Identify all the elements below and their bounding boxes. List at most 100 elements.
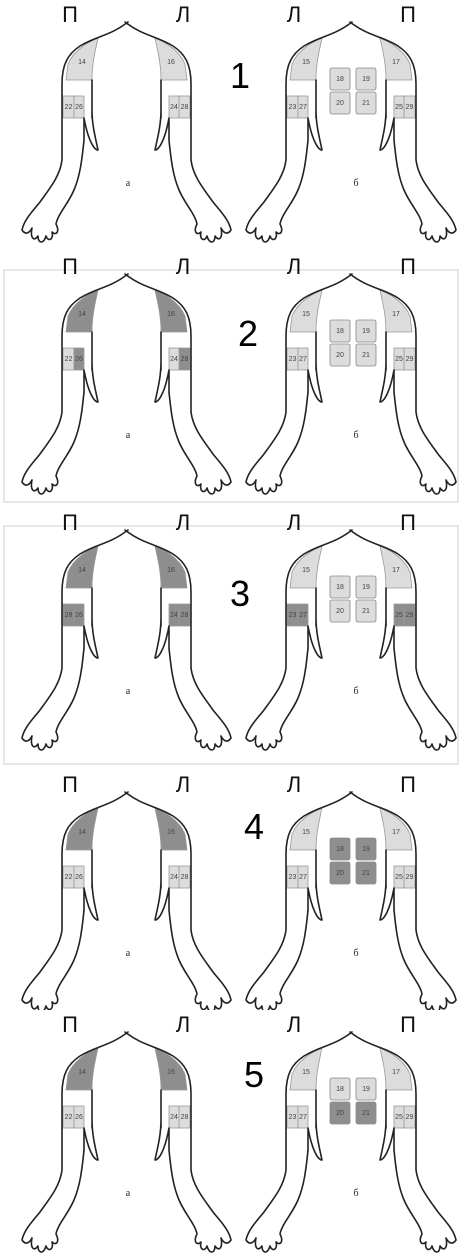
arm-zone-label: 26: [75, 1114, 83, 1121]
arm-zone-label: 27: [299, 1114, 307, 1121]
arm-figure: [350, 792, 456, 1010]
arm-zone-label: 25: [395, 874, 403, 881]
arm-zone-label: 29: [406, 356, 414, 363]
shoulder-zone-label: 17: [392, 311, 400, 318]
arm-zone-label: 28: [181, 356, 189, 363]
side-label: Л: [287, 510, 301, 535]
side-label: П: [62, 772, 78, 797]
side-label: П: [62, 510, 78, 535]
arm-figure: [350, 274, 456, 494]
shoulder-zone-label: 14: [78, 829, 86, 836]
back-zone-label: 19: [362, 1086, 370, 1093]
arm-zone-label: 26: [75, 104, 83, 111]
sub-label-a: а: [126, 1188, 131, 1199]
sub-label-b: б: [353, 1188, 358, 1199]
arm-figure: [125, 530, 231, 750]
arm-zone-label: 28: [181, 104, 189, 111]
side-label: Л: [176, 510, 190, 535]
sub-label-a: а: [126, 948, 131, 959]
shoulder-zone-label: 15: [302, 59, 310, 66]
shoulder-zone-label: 16: [167, 829, 175, 836]
side-label: Л: [287, 2, 301, 27]
arm-zone-label: 29: [406, 874, 414, 881]
arm-zone-label: 28: [181, 612, 189, 619]
shoulder-zone-label: 16: [167, 1069, 175, 1076]
sub-label-a: а: [126, 178, 131, 189]
arm-zone-label: 26: [75, 874, 83, 881]
arm-zone-label: 25: [395, 1114, 403, 1121]
arm-zone-label: 23: [289, 874, 297, 881]
sub-label-b: б: [353, 686, 358, 697]
panel-number: 3: [230, 573, 250, 614]
panel-diagram: 142826П162824Л152327Л172925П18192021аб3: [0, 508, 462, 770]
back-zone-label: 18: [336, 584, 344, 591]
arm-figure: [22, 1032, 128, 1252]
arm-zone-label: 26: [75, 612, 83, 619]
arm-zone-label: 22: [65, 1114, 73, 1121]
back-zone-label: 21: [362, 870, 370, 877]
arm-figure: [22, 792, 128, 1010]
arm-zone-label: 27: [299, 612, 307, 619]
arm-figure: [246, 22, 352, 242]
arm-zone-label: 22: [65, 356, 73, 363]
side-label: Л: [176, 1012, 190, 1037]
back-zone-label: 18: [336, 76, 344, 83]
arm-figure: [22, 274, 128, 494]
arm-zone-label: 24: [170, 104, 178, 111]
panel-number: 1: [230, 55, 250, 96]
side-label: П: [62, 254, 78, 279]
arm-figure: [350, 1032, 456, 1252]
arm-zone-label: 24: [170, 1114, 178, 1121]
back-zone-label: 21: [362, 1110, 370, 1117]
panel-2: 142226П162824Л152327Л172925П18192021аб2: [0, 252, 462, 508]
side-label: П: [400, 2, 416, 27]
shoulder-zone-label: 16: [167, 311, 175, 318]
panel-3: 142826П162824Л152327Л172925П18192021аб3: [0, 508, 462, 770]
side-label: П: [400, 772, 416, 797]
shoulder-zone-label: 17: [392, 567, 400, 574]
sub-label-b: б: [353, 178, 358, 189]
back-zone-label: 19: [362, 76, 370, 83]
back-zone-label: 18: [336, 846, 344, 853]
shoulder-zone-label: 15: [302, 567, 310, 574]
panel-diagram: 142226П162824Л152327Л172925П18192021аб5: [0, 1010, 462, 1258]
shoulder-zone-label: 14: [78, 311, 86, 318]
shoulder-zone-label: 16: [167, 567, 175, 574]
sub-label-b: б: [353, 430, 358, 441]
arm-zone-label: 28: [181, 874, 189, 881]
side-label: Л: [176, 2, 190, 27]
side-label: П: [400, 510, 416, 535]
back-zone-label: 20: [336, 1110, 344, 1117]
shoulder-zone-label: 17: [392, 59, 400, 66]
arm-zone-label: 27: [299, 104, 307, 111]
arm-figure: [125, 1032, 231, 1252]
arm-figure: [22, 530, 128, 750]
side-label: П: [400, 254, 416, 279]
panel-number: 2: [238, 313, 258, 354]
side-label: Л: [287, 772, 301, 797]
shoulder-zone-label: 15: [302, 311, 310, 318]
panel-4: 142226П162824Л152327Л172925П18192021аб4: [0, 770, 462, 1010]
shoulder-zone-label: 15: [302, 1069, 310, 1076]
back-zone-label: 21: [362, 608, 370, 615]
arm-zone-label: 24: [170, 612, 178, 619]
arm-zone-label: 26: [75, 356, 83, 363]
arm-zone-label: 27: [299, 874, 307, 881]
back-zone-label: 20: [336, 608, 344, 615]
arm-figure: [22, 22, 128, 242]
panel-5: 142226П162824Л152327Л172925П18192021аб5: [0, 1010, 462, 1258]
shoulder-zone-label: 14: [78, 1069, 86, 1076]
arm-zone-label: 24: [170, 874, 178, 881]
panel-diagram: 142226П162824Л152327Л172925П18192021аб1: [0, 0, 462, 252]
back-zone-label: 19: [362, 846, 370, 853]
back-zone-label: 18: [336, 1086, 344, 1093]
sub-label-b: б: [353, 948, 358, 959]
arm-zone-label: 28: [181, 1114, 189, 1121]
back-zone-label: 21: [362, 100, 370, 107]
back-zone-label: 21: [362, 352, 370, 359]
arm-zone-label: 23: [289, 612, 297, 619]
arm-figure: [246, 274, 352, 494]
shoulder-zone-label: 14: [78, 567, 86, 574]
side-label: П: [62, 2, 78, 27]
